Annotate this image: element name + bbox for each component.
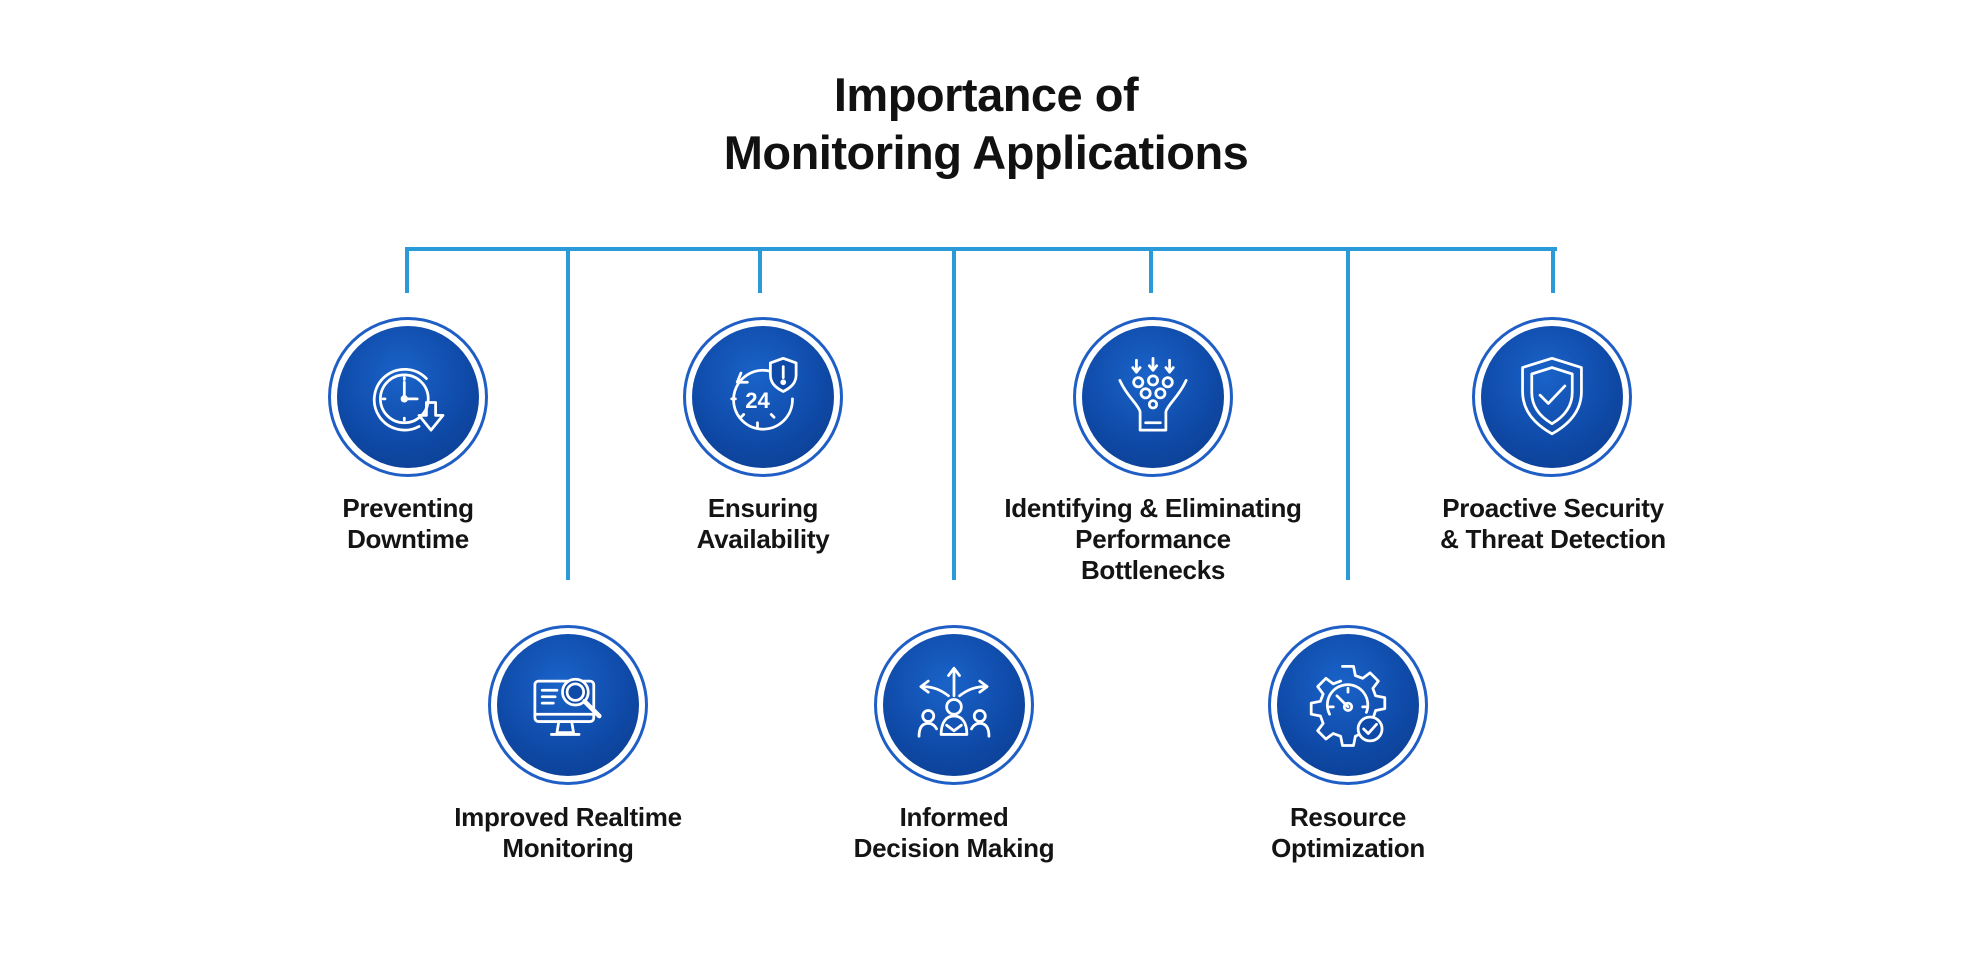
circle-proactive-security xyxy=(1472,317,1632,477)
label-identifying-eliminating-bottlenecks: Identifying & Eliminating Performance Bo… xyxy=(1004,493,1302,585)
clock-down-arrow-icon xyxy=(372,368,445,432)
title-line-1: Importance of xyxy=(833,68,1139,121)
label-preventing-downtime: Preventing Downtime xyxy=(342,493,474,554)
gear-gauge-check-icon xyxy=(1309,664,1387,747)
shield-check-icon xyxy=(1521,356,1583,436)
label-informed-decision-making: Informed Decision Making xyxy=(853,802,1055,863)
circle-improved-realtime-monitoring xyxy=(488,625,648,785)
circle-informed-decision-making xyxy=(874,625,1034,785)
label-improved-realtime-monitoring: Improved Realtime Monitoring xyxy=(454,802,682,863)
svg-text:24: 24 xyxy=(745,388,770,413)
label-resource-optimization: Resource Optimization xyxy=(1271,802,1425,863)
circle-identifying-eliminating-bottlenecks xyxy=(1073,317,1233,477)
monitor-magnifier-icon xyxy=(533,677,602,736)
decision-arrows-people-icon xyxy=(917,666,991,738)
circle-ensuring-availability: 24 xyxy=(683,317,843,477)
label-ensuring-availability: Ensuring Availability xyxy=(696,493,830,554)
circle-preventing-downtime xyxy=(328,317,488,477)
24-hours-shield-icon: 24 xyxy=(730,356,798,431)
page-title: Importance of Monitoring Applications xyxy=(0,66,1972,182)
label-proactive-security: Proactive Security & Threat Detection xyxy=(1440,493,1666,554)
circle-resource-optimization xyxy=(1268,625,1428,785)
funnel-bottleneck-icon xyxy=(1118,356,1188,432)
title-line-2: Monitoring Applications xyxy=(723,126,1249,179)
